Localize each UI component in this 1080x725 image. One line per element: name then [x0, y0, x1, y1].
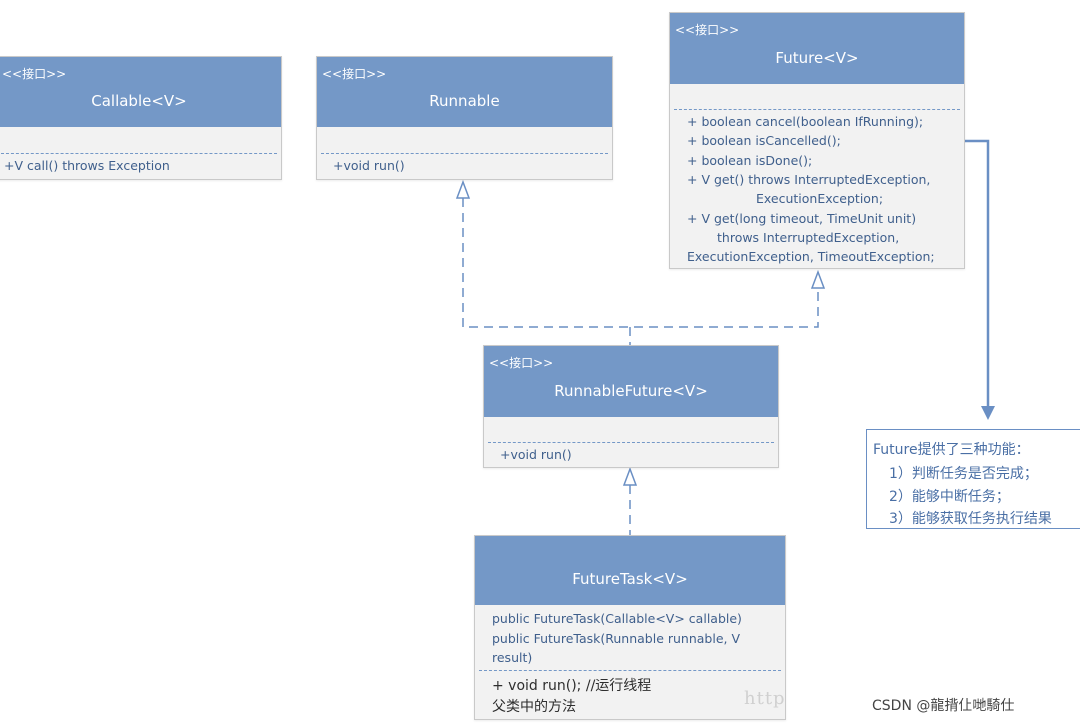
- future-method-get-timeout: + V get(long timeout, TimeUnit unit): [687, 211, 917, 226]
- watermark-url: http: [744, 688, 786, 709]
- futuretask-method-note: 父类中的方法: [492, 699, 576, 715]
- futuretask-constructor-callable: public FutureTask(Callable<V> callable): [492, 611, 742, 626]
- runnablefuture-method: +void run(): [500, 447, 572, 462]
- future-interface-box: <<接口>> Future<V> + boolean cancel(boolea…: [669, 12, 965, 269]
- note-title: Future提供了三种功能：: [873, 442, 1030, 458]
- runnablefuture-interface-box: <<接口>> RunnableFuture<V> +void run(): [483, 345, 779, 468]
- runnable-method: +void run(): [333, 158, 405, 173]
- note-item-2: 2）能够中断任务；: [889, 489, 1010, 505]
- note-pointer-line: [964, 139, 990, 407]
- callable-class-name: Callable<V>: [91, 92, 187, 110]
- note-pointer-arrowhead: [981, 406, 995, 420]
- arrowhead-runnable: [455, 179, 471, 199]
- realization-runnable-line: [462, 198, 819, 328]
- arrowhead-future: [810, 269, 826, 289]
- runnable-class-name: Runnable: [429, 92, 500, 110]
- runnablefuture-stereotype: <<接口>>: [489, 356, 554, 370]
- future-features-note: Future提供了三种功能： 1）判断任务是否完成； 2）能够中断任务； 3）能…: [866, 429, 1080, 529]
- futuretask-method-run: + void run(); //运行线程: [492, 678, 652, 694]
- future-method-iscancelled: + boolean isCancelled();: [687, 133, 841, 148]
- runnablefuture-separator: [488, 442, 774, 443]
- note-item-3: 3）能够获取任务执行结果: [889, 511, 1052, 527]
- futuretask-constructor-runnable: public FutureTask(Runnable runnable, V: [492, 631, 741, 646]
- futuretask-class-name: FutureTask<V>: [572, 570, 688, 588]
- future-header: <<接口>> Future<V>: [670, 13, 964, 84]
- runnable-separator: [321, 153, 608, 154]
- future-class-name: Future<V>: [775, 49, 859, 67]
- runnable-interface-box: <<接口>> Runnable +void run(): [316, 56, 613, 180]
- runnable-header: <<接口>> Runnable: [317, 57, 612, 127]
- futuretask-class-box: FutureTask<V> public FutureTask(Callable…: [474, 535, 786, 720]
- future-method-get-timeout-cont2: ExecutionException, TimeoutException;: [687, 249, 935, 264]
- csdn-credit: CSDN @龍揹仩哋騎仕: [872, 698, 1015, 714]
- future-method-get-timeout-cont1: throws InterruptedException,: [717, 230, 900, 245]
- arrowhead-runnablefuture: [622, 466, 638, 486]
- callable-separator: [1, 153, 277, 154]
- future-method-cancel: + boolean cancel(boolean IfRunning);: [687, 114, 924, 129]
- future-method-isdone: + boolean isDone();: [687, 153, 813, 168]
- futuretask-separator: [479, 670, 781, 671]
- runnablefuture-class-name: RunnableFuture<V>: [554, 382, 708, 400]
- callable-stereotype: <<接口>>: [2, 67, 67, 81]
- future-stereotype: <<接口>>: [675, 23, 740, 37]
- futuretask-constructor-runnable-cont: result): [492, 650, 533, 665]
- callable-interface-box: <<接口>> Callable<V> +V call() throws Exce…: [0, 56, 282, 180]
- note-item-1: 1）判断任务是否完成；: [889, 466, 1038, 482]
- callable-method: +V call() throws Exception: [4, 158, 170, 173]
- runnablefuture-header: <<接口>> RunnableFuture<V>: [484, 346, 778, 417]
- runnable-stereotype: <<接口>>: [322, 67, 387, 81]
- future-method-get: + V get() throws InterruptedException,: [687, 172, 931, 187]
- future-separator: [674, 109, 960, 110]
- callable-header: <<接口>> Callable<V>: [0, 57, 281, 127]
- future-method-get-cont: ExecutionException;: [756, 191, 884, 206]
- futuretask-header: FutureTask<V>: [475, 536, 785, 605]
